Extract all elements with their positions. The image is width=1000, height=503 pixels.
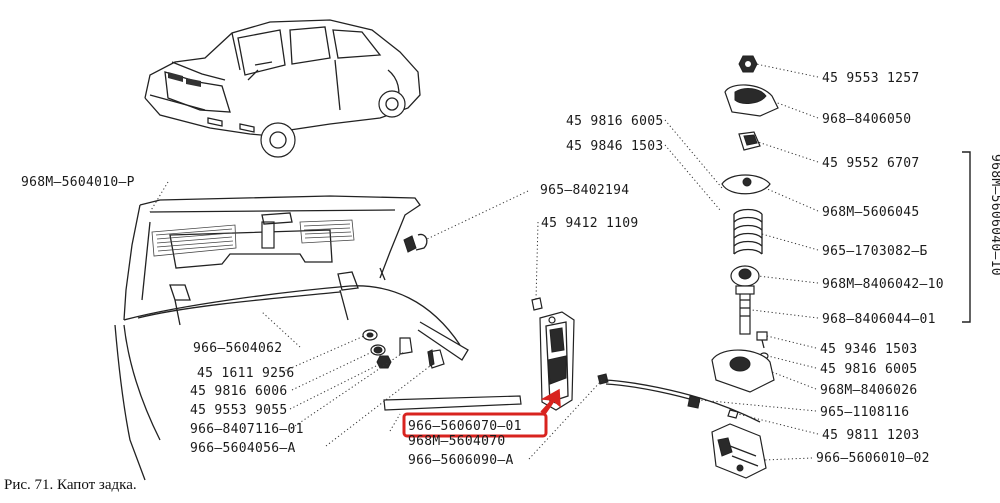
label-screw-b: 45 9846 1503 — [566, 139, 664, 154]
label-lock: 966–5606010–02 — [816, 451, 930, 466]
leader-lines — [149, 63, 819, 461]
label-cap-rubber: 968–8406050 — [822, 112, 911, 127]
label-washer-1: 45 1611 9256 — [197, 366, 295, 381]
label-stay: 966–5604056–A — [190, 441, 296, 456]
label-cable-clip: 965–1108116 — [820, 405, 909, 420]
label-spring: 965–1703082–Б — [822, 244, 928, 259]
label-hood-assembly: 968M–5604010–P — [21, 175, 135, 190]
label-nut-square: 45 9552 6707 — [822, 156, 920, 171]
label-group: 968M–5606040–10 — [988, 154, 1000, 276]
label-cable: 966–5606090–A — [408, 453, 514, 468]
cable-illustration — [597, 373, 761, 423]
label-spring-cup: 968M–8406042–10 — [822, 277, 944, 292]
group-bracket — [962, 151, 971, 323]
label-nut-top: 45 9553 1257 — [822, 71, 920, 86]
label-pad: 966–8407116–01 — [190, 422, 304, 437]
striker-plate-illustration — [531, 297, 575, 411]
car-illustration — [144, 19, 421, 158]
label-buffer: 965–8402194 — [540, 183, 629, 198]
label-screw-top: 45 9412 1109 — [541, 216, 639, 231]
label-bolt: 968–8406044–01 — [822, 312, 936, 327]
label-washer-2: 45 9816 6006 — [190, 384, 288, 399]
label-screw-d: 45 9811 1203 — [822, 428, 920, 443]
engine-hood-illustration — [114, 195, 469, 481]
label-screw-a: 45 9816 6005 — [566, 114, 664, 129]
label-striker: 966–5606070–01 — [408, 419, 522, 434]
label-nut-1: 45 9553 9055 — [190, 403, 288, 418]
figure-caption: Рис. 71. Капот задка. — [4, 477, 137, 493]
part-labels: 968M–5604010–P 965–8402194 45 9412 1109 … — [21, 71, 1000, 468]
hood-hardware — [362, 329, 522, 411]
highlight-arrow — [540, 388, 561, 415]
highlight-annotation — [402, 388, 561, 438]
label-bracket: 968M–8406026 — [820, 383, 918, 398]
label-screw-c: 45 9346 1503 — [820, 342, 918, 357]
label-striker-plate: 968M–5604070 — [408, 434, 506, 449]
label-washer-c: 45 9816 6005 — [820, 362, 918, 377]
lock-mechanism-stack — [711, 55, 779, 479]
label-hood-seal: 966–5604062 — [193, 341, 282, 356]
label-spring-seat: 968M–5606045 — [822, 205, 920, 220]
highlight-box — [402, 412, 548, 438]
